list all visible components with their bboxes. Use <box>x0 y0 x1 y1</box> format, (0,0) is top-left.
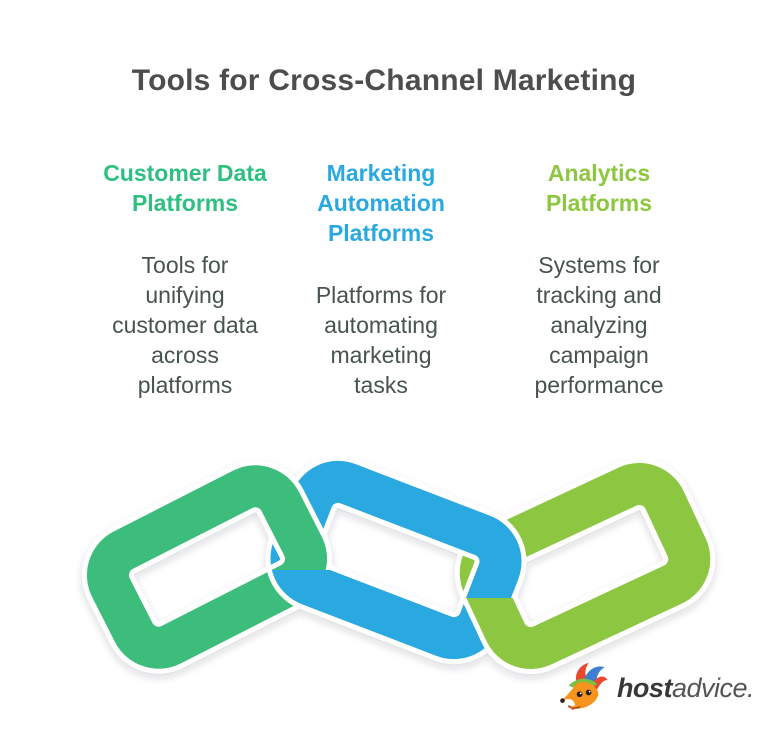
column-heading: Marketing Automation Platforms <box>317 160 445 246</box>
column-description: Systems for tracking and analyzing campa… <box>534 252 664 398</box>
chain-links-illustration <box>81 380 716 728</box>
column-heading: Customer Data Platforms <box>103 160 267 216</box>
column-marketing-automation-platforms: Marketing Automation Platforms Platforms… <box>291 140 471 418</box>
column-analytics-platforms: Analytics Platforms Systems for tracking… <box>504 140 694 418</box>
column-heading: Analytics Platforms <box>545 160 653 216</box>
columns-row: Customer Data Platforms Tools for unifyi… <box>0 140 768 418</box>
page-title: Tools for Cross-Channel Marketing <box>131 64 637 97</box>
hostadvice-wordmark: hostadvice. <box>616 672 755 704</box>
fox-mascot-icon <box>560 662 608 710</box>
column-customer-data-platforms: Customer Data Platforms Tools for unifyi… <box>85 140 285 418</box>
column-description: Tools for unifying customer data across … <box>112 252 258 398</box>
wordmark-advice: advice. <box>671 672 755 703</box>
wordmark-host: host <box>616 672 673 703</box>
hostadvice-logo: hostadvice. <box>558 660 755 716</box>
column-description: Platforms for automating marketing tasks <box>315 282 447 398</box>
